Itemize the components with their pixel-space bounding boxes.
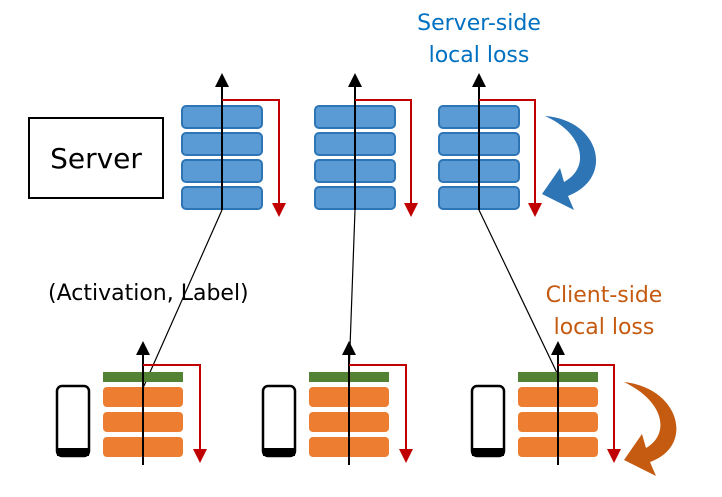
server-stack-2 (314, 73, 418, 217)
activation-label-text: (Activation, Label) (48, 281, 249, 306)
client-3 (470, 341, 621, 465)
activation-link-1 (142, 209, 223, 389)
server-loss-arrow (479, 99, 542, 217)
client-loss-arrow (349, 364, 413, 463)
server-stack-3 (438, 73, 542, 217)
server-loss-arrow (222, 99, 286, 217)
server-side-loss-subtitle: local loss (429, 43, 530, 68)
client-loss-arrow (558, 364, 621, 463)
server-side-loss-title: Server-side (417, 11, 541, 36)
client-side-loss-title: Client-side (546, 283, 663, 308)
client-loss-arrow (143, 364, 207, 463)
smartphone-icon (470, 384, 506, 458)
client-2 (261, 341, 413, 465)
client-1 (55, 341, 207, 465)
server-box: Server (28, 117, 164, 199)
smartphone-icon (261, 384, 297, 458)
client-curved-arrow-icon (624, 382, 677, 476)
client-side-loss-subtitle: local loss (554, 315, 655, 340)
server-loss-arrow (355, 99, 418, 217)
server-label: Server (50, 142, 142, 175)
server-stack-1 (181, 73, 286, 217)
activation-link-3 (478, 209, 559, 376)
smartphone-icon (55, 384, 91, 458)
server-curved-arrow-icon (542, 116, 597, 210)
